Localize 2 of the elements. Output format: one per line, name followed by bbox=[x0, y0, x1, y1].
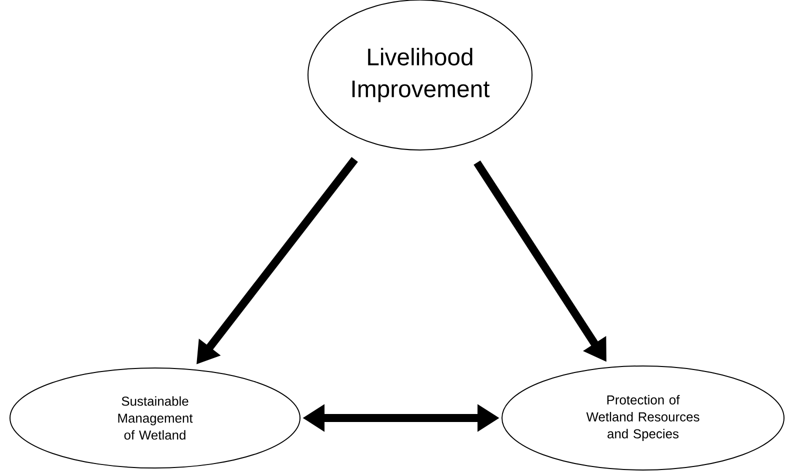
ellipse-node: Protection of Wetland Resources and Species bbox=[502, 366, 784, 470]
ellipse-node: Sustainable Management of Wetland bbox=[10, 368, 300, 468]
